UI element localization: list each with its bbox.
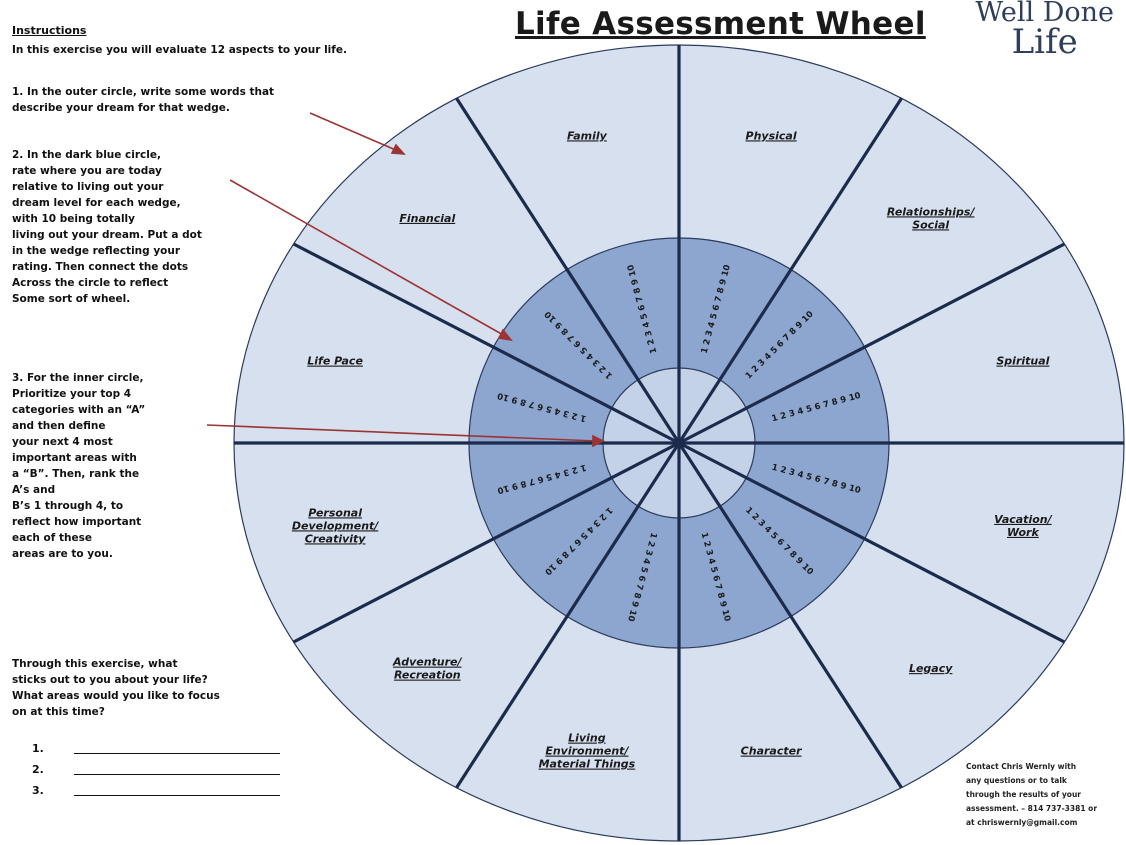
answer-row-2[interactable]: 2.	[32, 763, 280, 776]
answer-line[interactable]	[74, 774, 280, 775]
segment-label-line: Work	[1007, 526, 1040, 539]
segment-label-line: Legacy	[909, 662, 953, 675]
wheel-spoke	[455, 442, 681, 789]
answer-line[interactable]	[74, 753, 280, 754]
segment-label-line: Recreation	[394, 669, 461, 682]
wheel-spoke	[677, 97, 903, 444]
brand-line-2: Life	[1011, 21, 1078, 62]
segment-label-line: Family	[567, 129, 608, 142]
segment-label-line: Living	[568, 732, 606, 745]
segment-label[interactable]: Character	[741, 745, 802, 758]
segment-label[interactable]: Physical	[746, 129, 797, 142]
wheel-spokes	[234, 45, 1124, 841]
wheel-spoke	[678, 441, 1066, 644]
segment-label[interactable]: Adventure/Recreation	[392, 656, 462, 682]
segment-label-line: Adventure/	[392, 656, 462, 669]
arrow-rating-circle	[229, 179, 506, 337]
instructions-step-3: 3. For the inner circle, Prioritize your…	[12, 372, 146, 560]
segment-label[interactable]: Life Pace	[307, 355, 363, 368]
brand-line-1: Well Done	[975, 0, 1114, 28]
segment-label-line: Material Things	[539, 758, 636, 771]
segment-label-line: Life Pace	[307, 355, 363, 368]
wheel-spoke	[677, 442, 903, 789]
segment-label-line: Development/	[292, 519, 379, 532]
answer-number: 2.	[32, 763, 44, 776]
segment-label-line: Spiritual	[996, 355, 1049, 368]
reflection-question: Through this exercise, what sticks out t…	[12, 658, 220, 718]
answer-row-1[interactable]: 1.	[32, 742, 280, 755]
page-title: Life Assessment Wheel	[515, 6, 926, 42]
segment-label-line: Personal	[308, 506, 362, 519]
answer-number: 1.	[32, 742, 44, 755]
instructions-step-1: 1. In the outer circle, write some words…	[12, 86, 275, 114]
segment-label-line: Social	[912, 218, 949, 231]
segment-label-line: Character	[741, 745, 802, 758]
segment-label[interactable]: Family	[567, 129, 608, 142]
wheel-spoke	[292, 441, 680, 644]
arrowhead-rating	[497, 328, 513, 342]
segment-label-line: Relationships/	[887, 205, 976, 218]
segment-label-line: Creativity	[305, 532, 367, 545]
segment-label[interactable]: Financial	[399, 212, 455, 225]
instruction-arrows	[206, 112, 605, 448]
answer-line[interactable]	[74, 795, 280, 796]
wheel-spoke	[678, 242, 1066, 445]
wheel-spoke	[455, 97, 681, 444]
segment-label-line: Vacation/	[994, 513, 1052, 526]
arrow-priority-circle	[206, 424, 597, 442]
segment-label[interactable]: Relationships/Social	[887, 205, 976, 231]
answer-number: 3.	[32, 784, 44, 797]
segment-label[interactable]: Vacation/Work	[994, 513, 1052, 539]
segment-label-line: Physical	[746, 129, 797, 142]
brand-logo: Well Done Life	[975, 0, 1114, 62]
segment-label[interactable]: Legacy	[909, 662, 953, 675]
arrow-outer-circle	[309, 112, 399, 152]
instructions-intro: In this exercise you will evaluate 12 as…	[12, 44, 347, 56]
segment-labels: PhysicalRelationships/SocialSpiritualVac…	[292, 129, 1053, 770]
contact-note: Contact Chris Wernly with any questions …	[966, 762, 1098, 827]
segment-label[interactable]: Spiritual	[996, 355, 1049, 368]
wheel-spoke	[292, 242, 680, 445]
instructions-step-2: 2. In the dark blue circle, rate where y…	[12, 149, 202, 305]
arrowhead-priority	[592, 434, 605, 448]
segment-label-line: Environment/	[545, 745, 629, 758]
segment-label-line: Financial	[399, 212, 455, 225]
answer-row-3[interactable]: 3.	[32, 784, 280, 797]
arrowhead-outer	[390, 143, 406, 155]
instructions-heading: Instructions	[12, 24, 87, 37]
